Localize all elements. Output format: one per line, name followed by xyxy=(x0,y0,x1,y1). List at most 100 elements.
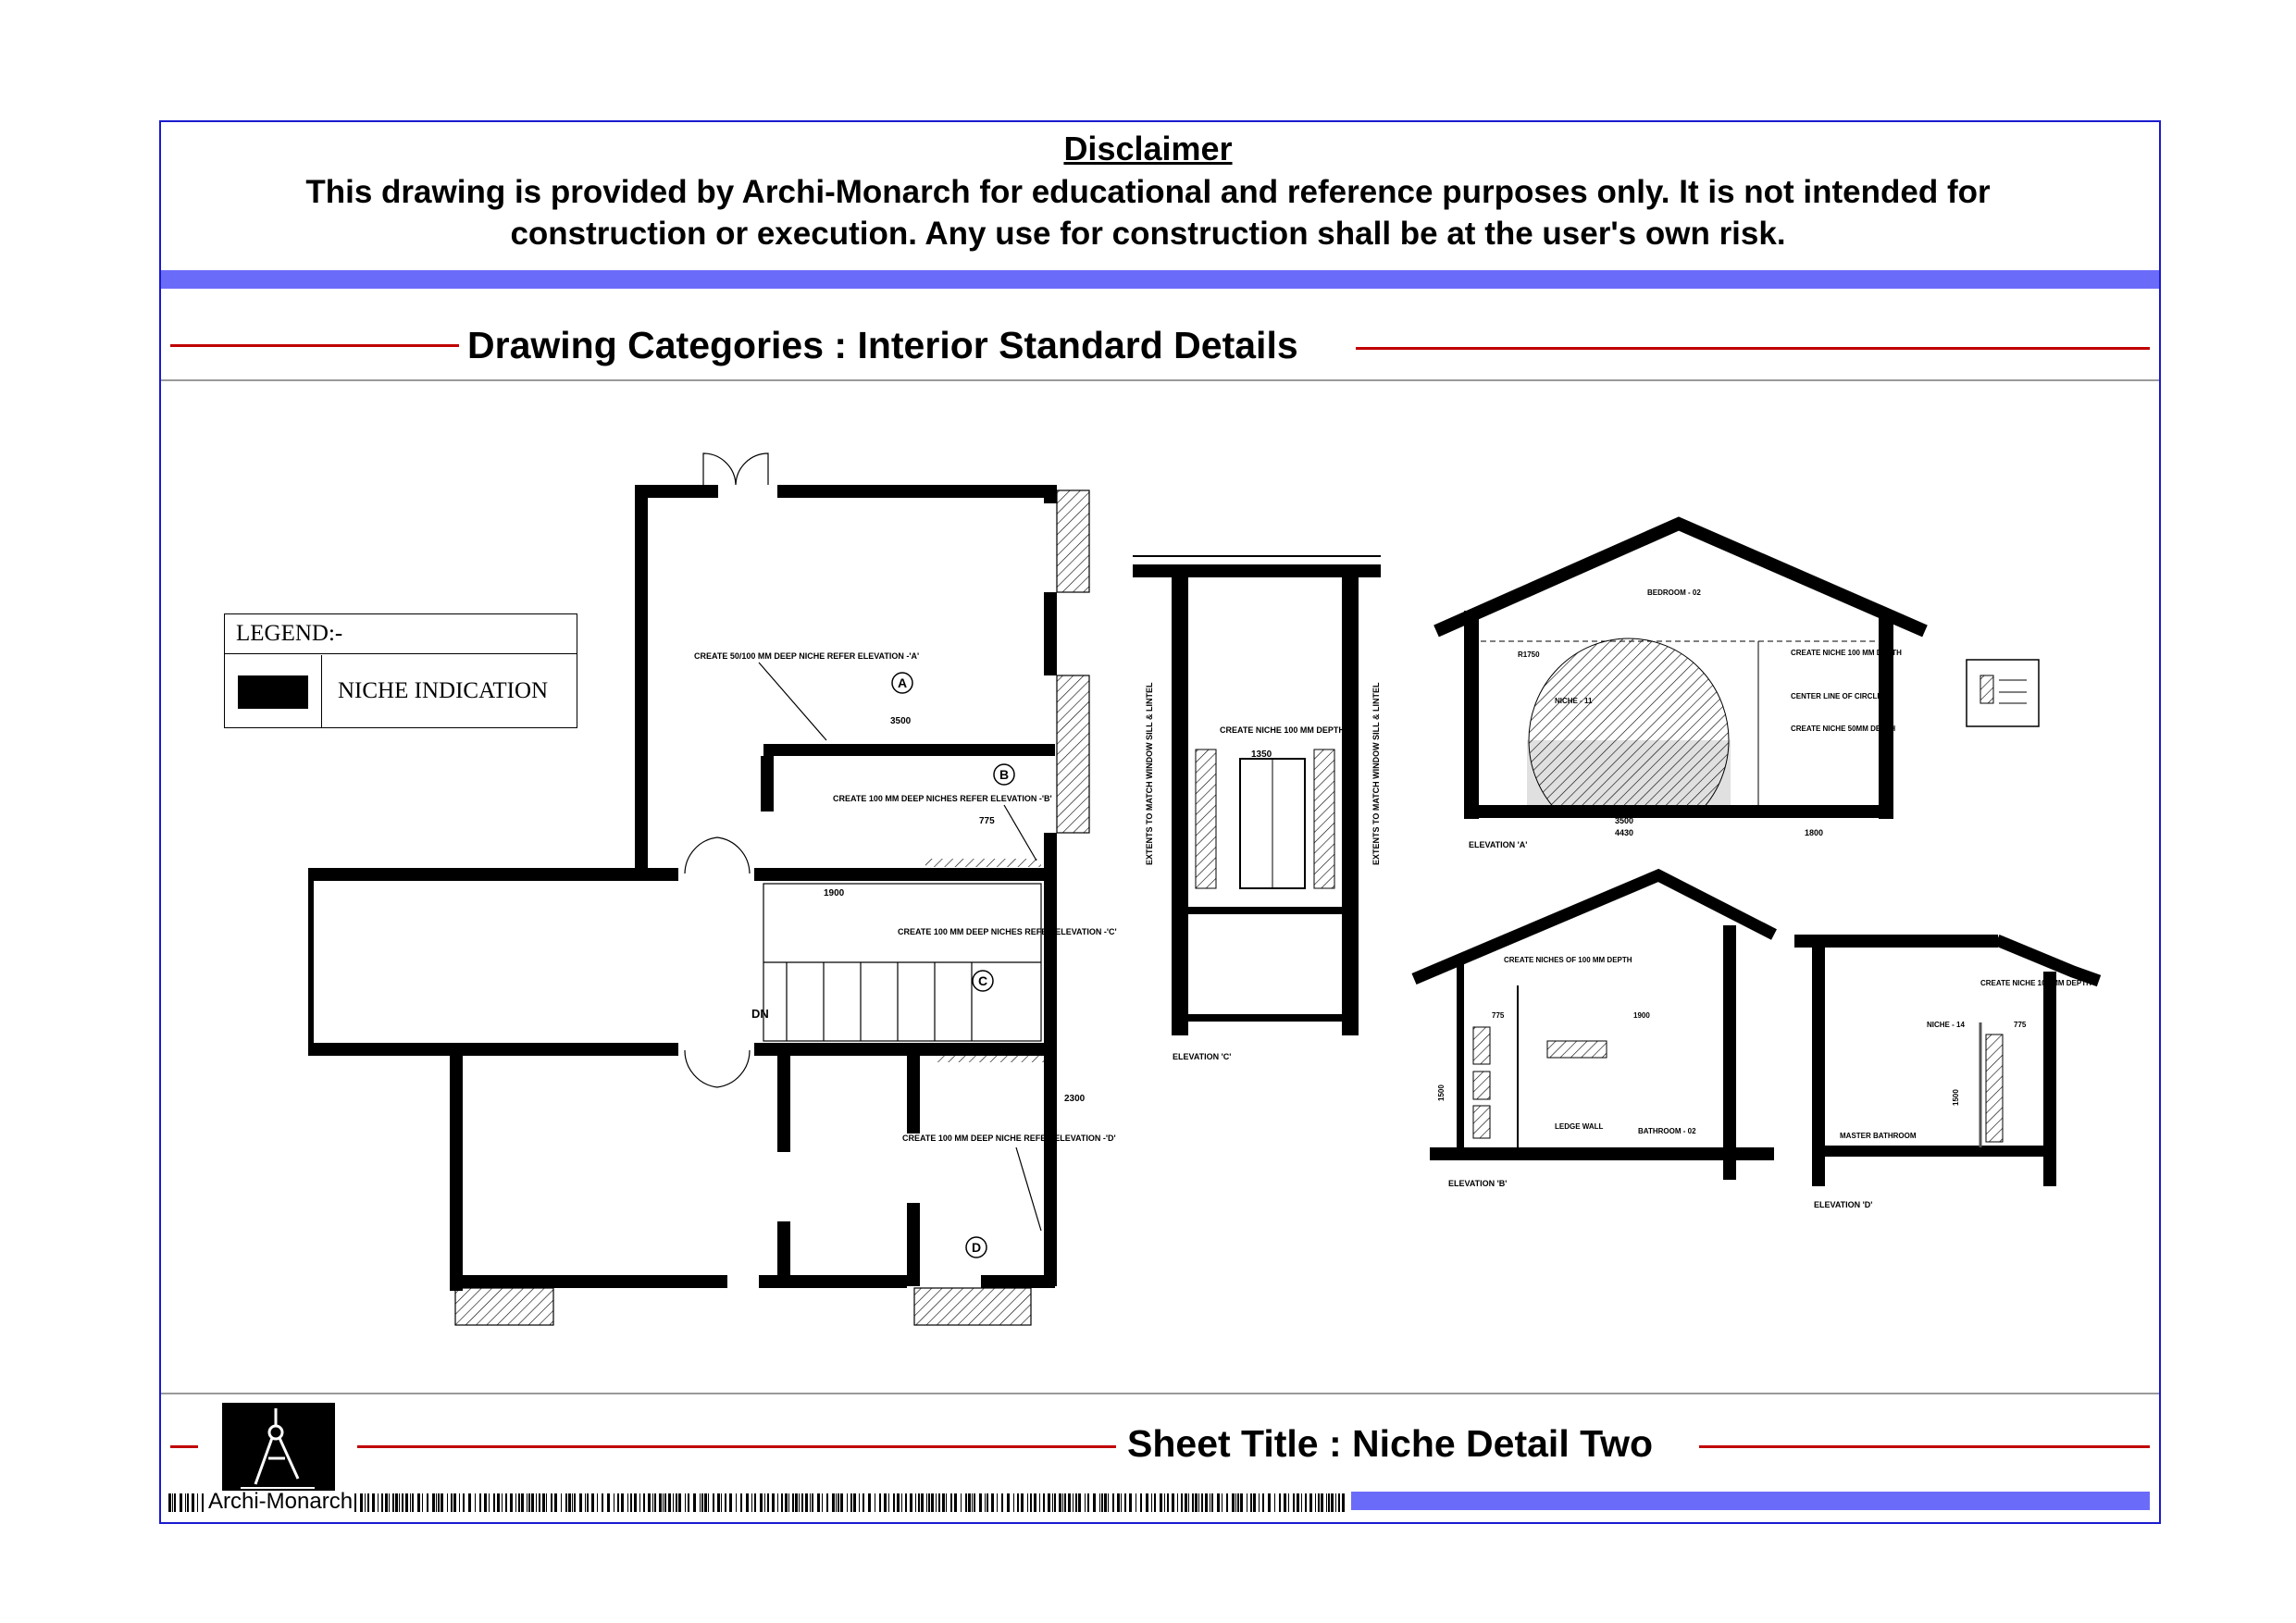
barcode-bar xyxy=(795,1493,798,1512)
barcode-bar xyxy=(1167,1493,1169,1512)
barcode-bar xyxy=(713,1493,714,1512)
barcode-bar xyxy=(777,1493,778,1512)
elevation-a-note-3: CREATE NICHE 50MM DEPTH xyxy=(1791,725,1895,733)
barcode-bar xyxy=(591,1493,594,1512)
barcode-bar xyxy=(427,1493,428,1512)
barcode-bar xyxy=(1318,1493,1320,1512)
barcode-bar xyxy=(1211,1493,1213,1512)
barcode-bar xyxy=(617,1493,619,1512)
barcode-bar xyxy=(1075,1493,1077,1512)
barcode-bar xyxy=(915,1493,916,1512)
north-symbol xyxy=(1966,659,2040,727)
elevation-d-label: ELEVATION 'D' xyxy=(1814,1200,1872,1209)
barcode-bar xyxy=(1164,1493,1165,1512)
barcode-bar xyxy=(673,1493,674,1512)
barcode-bar xyxy=(921,1493,924,1512)
barcode-bar xyxy=(905,1493,907,1512)
barcode-bar xyxy=(1321,1493,1323,1512)
elevation-d-dim-2: 1500 xyxy=(1952,1089,1960,1106)
barcode-bar xyxy=(432,1493,435,1512)
barcode-bar xyxy=(1188,1493,1189,1512)
barcode-bar xyxy=(1078,1493,1081,1512)
barcode-bar xyxy=(1030,1493,1032,1512)
barcode-bar xyxy=(700,1493,701,1512)
barcode-bar xyxy=(365,1493,366,1512)
barcode-bar xyxy=(468,1493,471,1512)
barcode-bar xyxy=(385,1493,388,1512)
barcode-bar xyxy=(1151,1493,1152,1512)
barcode-bar xyxy=(1093,1493,1096,1512)
barcode-bar xyxy=(840,1493,843,1512)
barcode-bar xyxy=(1217,1493,1220,1512)
barcode-bar xyxy=(972,1493,973,1512)
barcode-bar xyxy=(910,1493,912,1512)
barcode-bar xyxy=(772,1493,775,1512)
barcode-bar xyxy=(497,1493,500,1512)
barcode-bar xyxy=(693,1493,696,1512)
barcode-bar xyxy=(950,1493,952,1512)
barcode-bar xyxy=(659,1493,662,1512)
plan-dim-1900: 1900 xyxy=(824,888,845,898)
elevation-b-dim-1: 775 xyxy=(1492,1011,1505,1020)
barcode-bar xyxy=(1226,1493,1228,1512)
title-rule-right xyxy=(1356,347,2150,350)
barcode-bar xyxy=(938,1493,940,1512)
barcode-bar xyxy=(621,1493,624,1512)
barcode-bar xyxy=(853,1493,856,1512)
barcode-bar xyxy=(453,1493,456,1512)
barcode-bar xyxy=(1087,1493,1089,1512)
barcode-bar xyxy=(1124,1493,1126,1512)
barcode-bar xyxy=(664,1493,666,1512)
disclaimer-line-2: construction or execution. Any use for c… xyxy=(510,216,1786,252)
barcode-bar xyxy=(1279,1493,1281,1512)
barcode-bar xyxy=(531,1493,534,1512)
plan-dim-775: 775 xyxy=(979,816,995,826)
barcode-bar xyxy=(1198,1493,1199,1512)
barcode-bar xyxy=(928,1493,930,1512)
barcode-bar xyxy=(1288,1493,1289,1512)
barcode-bar xyxy=(417,1493,420,1512)
barcode-bar xyxy=(676,1493,677,1512)
elevation-b-label: ELEVATION 'B' xyxy=(1448,1179,1507,1188)
plan-dn-label: DN xyxy=(751,1007,769,1021)
elevation-a-radius: R1750 xyxy=(1518,650,1540,659)
barcode-bar xyxy=(627,1493,628,1512)
barcode-bar xyxy=(539,1493,540,1512)
barcode-bar xyxy=(822,1493,823,1512)
elevation-c-dim: 1350 xyxy=(1251,750,1272,760)
marker-d: D xyxy=(972,1240,981,1255)
elevation-b-note: CREATE NICHES OF 100 MM DEPTH xyxy=(1504,956,1632,964)
disclaimer-title: Disclaimer xyxy=(1063,130,1233,167)
barcode-bar xyxy=(1172,1493,1174,1512)
barcode-bar xyxy=(1140,1493,1142,1512)
elevation-c-label: ELEVATION 'C' xyxy=(1173,1052,1231,1061)
barcode-bar xyxy=(1177,1493,1178,1512)
elevation-b-wall: LEDGE WALL xyxy=(1555,1122,1604,1131)
barcode-bar xyxy=(354,1493,356,1512)
barcode-bar xyxy=(1301,1493,1302,1512)
compass-icon xyxy=(241,1408,315,1489)
barcode-bar xyxy=(381,1493,383,1512)
barcode-bar xyxy=(1328,1493,1330,1512)
sheet-rule-right xyxy=(1699,1445,2150,1448)
barcode-bar xyxy=(1073,1493,1074,1512)
barcode-bar xyxy=(1315,1493,1316,1512)
drawing-category-title: Drawing Categories : Interior Standard D… xyxy=(467,324,1298,366)
barcode-bar xyxy=(965,1493,967,1512)
barcode-bar xyxy=(1034,1493,1036,1512)
marker-b: B xyxy=(999,767,1009,782)
title-rule-left xyxy=(170,344,459,347)
barcode-bar xyxy=(1201,1493,1203,1512)
barcode-bar xyxy=(174,1493,176,1512)
barcode-bar xyxy=(528,1493,530,1512)
barcode-bar xyxy=(826,1493,828,1512)
elevation-c-side-note-right: EXTENTS TO MATCH WINDOW SILL & LINTEL xyxy=(1371,682,1381,865)
barcode-bar xyxy=(979,1493,982,1512)
barcode-bar xyxy=(884,1493,887,1512)
barcode-bar xyxy=(1205,1493,1208,1512)
barcode-bar xyxy=(405,1493,408,1512)
barcode-bar xyxy=(868,1493,871,1512)
footer-divider xyxy=(161,1393,2159,1394)
elevation-b: CREATE NICHES OF 100 MM DEPTH LEDGE WALL… xyxy=(1411,868,1777,1188)
plan-dim-2300: 2300 xyxy=(1064,1094,1086,1104)
